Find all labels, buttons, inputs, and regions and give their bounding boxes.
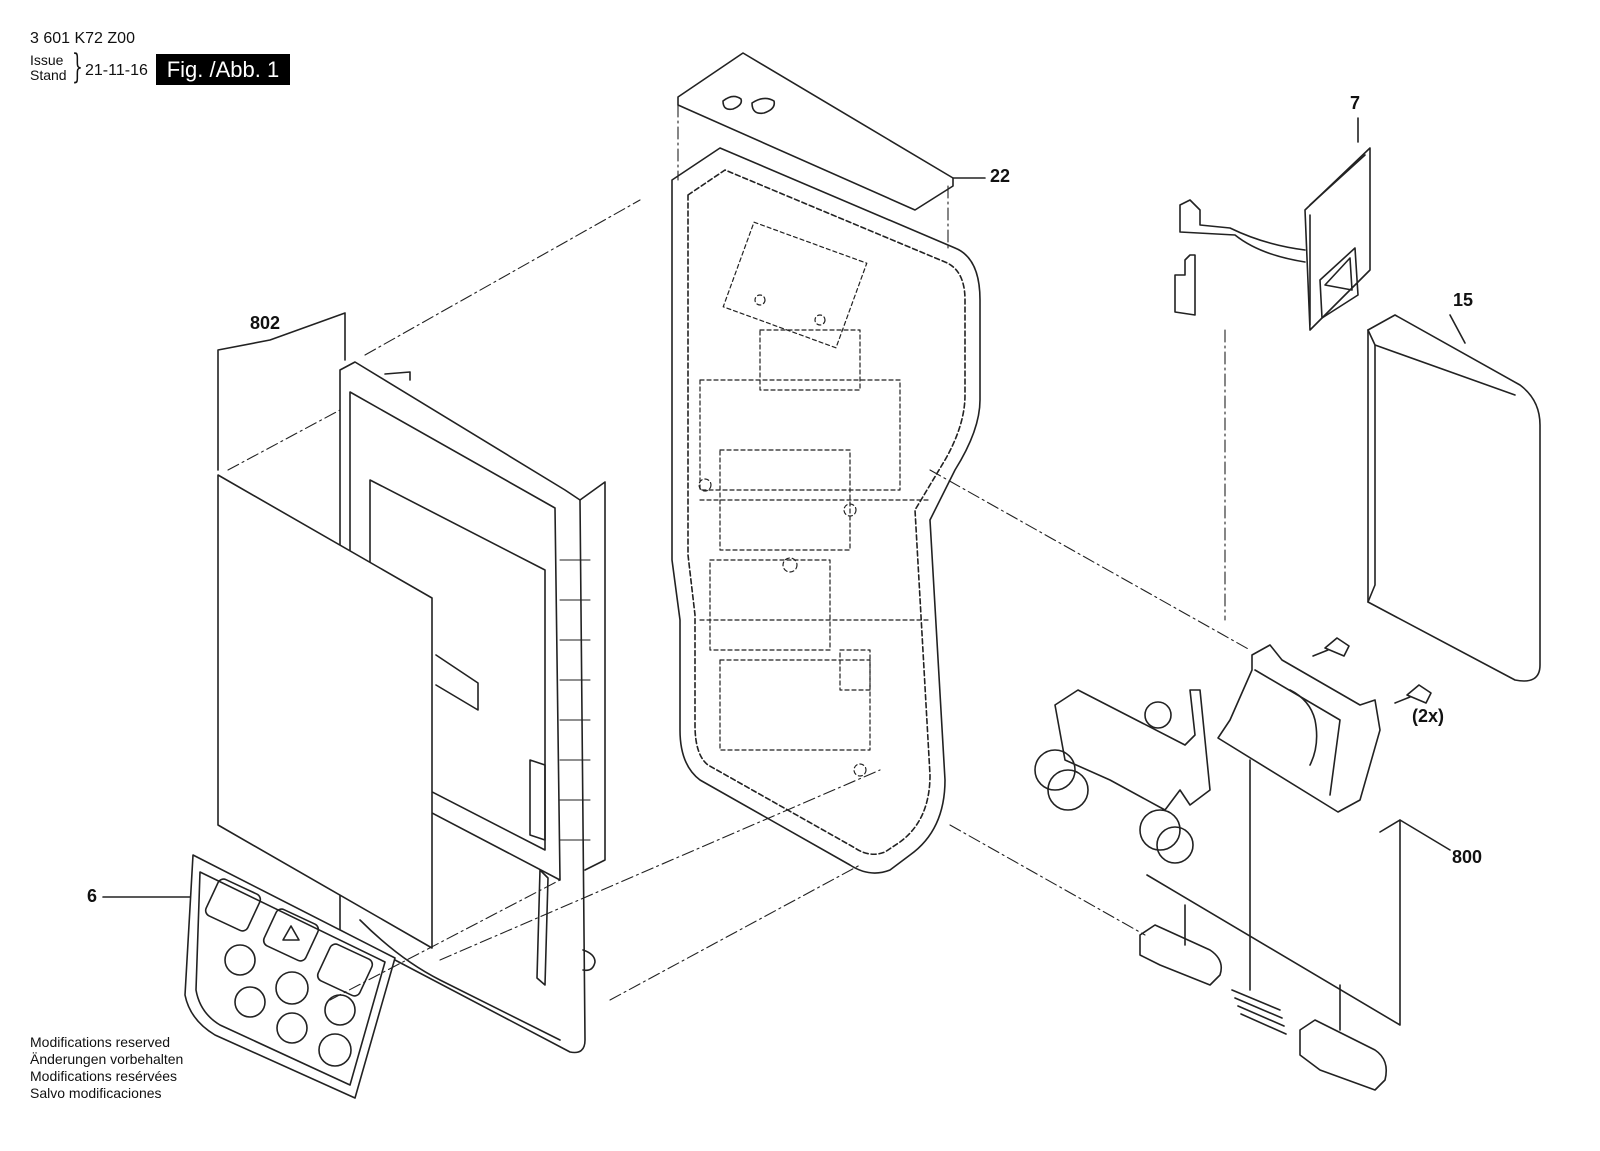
main-housing <box>671 147 981 874</box>
callout-22: 22 <box>990 166 1011 186</box>
callout-7: 7 <box>1350 93 1361 113</box>
header-brace: } <box>72 47 83 87</box>
part-22-top-cover <box>677 52 986 211</box>
callout-15: 15 <box>1453 290 1474 310</box>
document-code: 3 601 K72 Z00 <box>30 30 135 47</box>
issue-label: Issue <box>30 52 64 68</box>
part-6-keypad <box>184 854 396 1099</box>
note-line: Änderungen vorbehalten <box>30 1051 184 1067</box>
alignment-lines <box>227 104 1251 1001</box>
issue-stand-labels: Issue Stand <box>30 53 67 83</box>
callout-800: 800 <box>1452 847 1483 867</box>
issue-date: 21-11-16 <box>85 62 148 79</box>
note-line: Salvo modificaciones <box>30 1085 162 1101</box>
figure-label: Fig. /Abb. 1 <box>156 54 290 85</box>
callout-leaders <box>102 312 346 898</box>
callout-qty-2x: (2x) <box>1412 706 1445 726</box>
stand-label: Stand <box>30 67 67 83</box>
part-7-flex-button <box>1174 117 1371 331</box>
modifications-note: Modifications reserved Änderungen vorbeh… <box>30 1034 183 1102</box>
callout-802: 802 <box>250 313 281 333</box>
display-glass <box>217 474 479 949</box>
part-800-latch-assembly <box>1034 637 1451 1091</box>
callout-6: 6 <box>87 886 98 906</box>
note-line: Modifications resérvées <box>30 1068 178 1084</box>
part-15-battery <box>1367 314 1541 682</box>
note-line: Modifications reserved <box>30 1034 171 1050</box>
